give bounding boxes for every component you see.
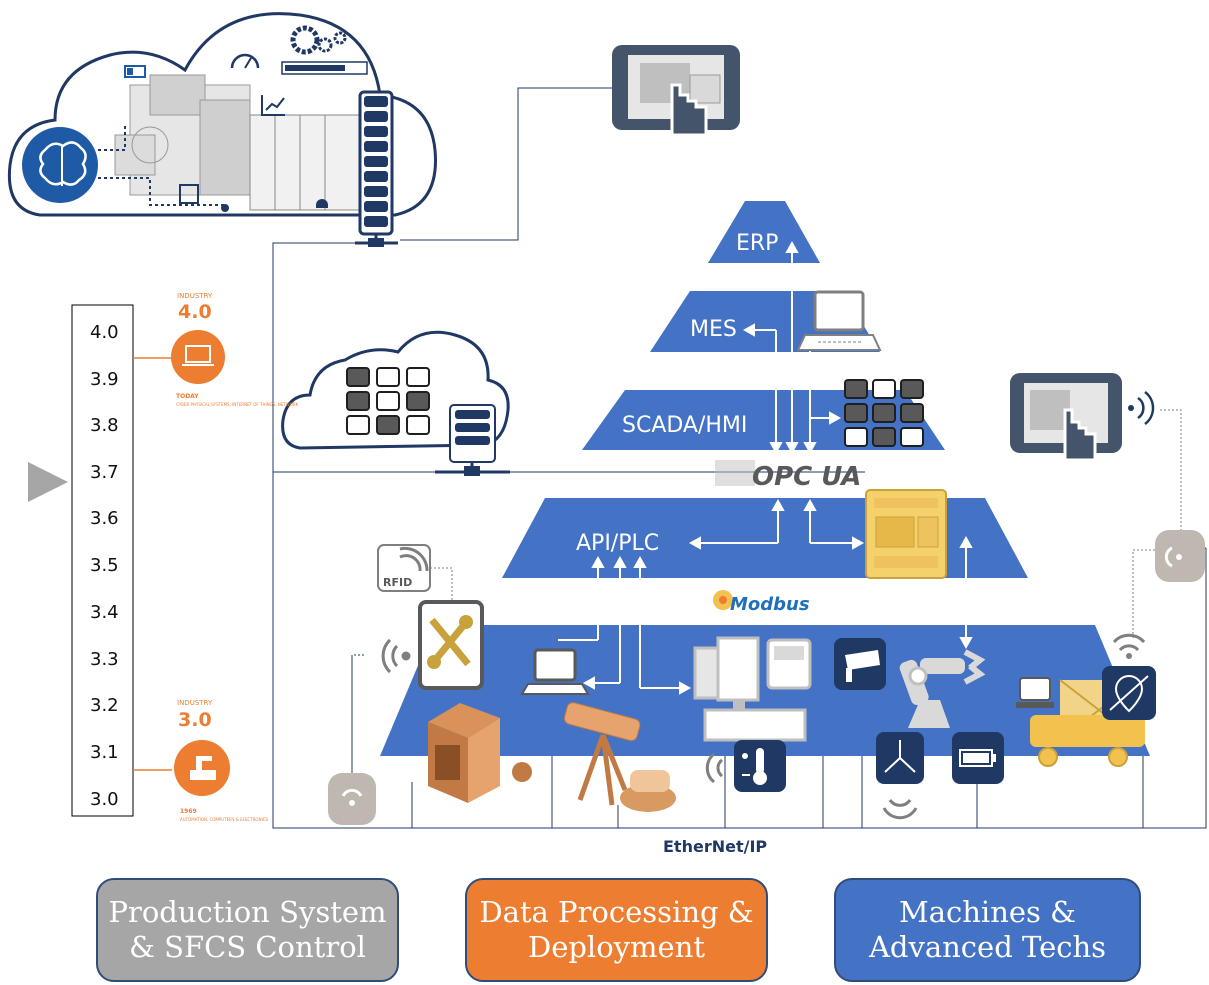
scada-label: SCADA/HMI	[622, 413, 747, 438]
scale-value: 3.2	[90, 695, 119, 716]
scale-value: 3.8	[90, 415, 119, 436]
cloud-factory-group	[7, 12, 437, 247]
security-camera-icon	[834, 638, 886, 690]
scale-value: 3.5	[90, 555, 119, 576]
machines-box: Machines & Advanced Techs	[834, 878, 1141, 982]
dotted-link-right-1	[1160, 409, 1182, 532]
scale-value: 3.1	[90, 742, 119, 763]
mes-laptop-icon	[796, 290, 882, 351]
field-laptop-icon	[520, 648, 590, 695]
rfid-tag-icon: RFID	[377, 544, 431, 592]
pyramid-arrows	[558, 240, 973, 695]
opcua-label: OPC UA	[752, 462, 861, 492]
progress-bar-icon	[281, 61, 368, 75]
scale-value: 3.6	[90, 508, 119, 529]
industry-scale: 4.0 3.9 3.8 3.7 3.6 3.5 3.4 3.3 3.2 3.1 …	[28, 292, 299, 822]
plc-module-icon	[865, 489, 947, 579]
edge-cloud-icon	[281, 330, 510, 476]
scale-value: 3.0	[90, 789, 119, 810]
wifi-router-right-icon	[1155, 530, 1205, 582]
production-system-box: Production System & SFCS Control	[96, 878, 399, 982]
maintenance-tablet-icon	[418, 600, 484, 690]
industry3-sub: AUTOMATION, COMPUTERS & ELECTRONICS	[180, 817, 269, 822]
ethernetip-label: EtherNet/IP	[663, 837, 767, 856]
cnc-machine-icon	[693, 636, 812, 742]
api-plc-label: API/PLC	[576, 531, 659, 556]
factory-machine-icon	[114, 74, 361, 211]
industry3-caption: 1969	[180, 808, 197, 815]
erp-label: ERP	[736, 231, 778, 256]
hmi-tablet-top-icon	[612, 45, 740, 137]
ai-brain-icon	[22, 127, 98, 203]
industry4-small: INDUSTRY	[177, 292, 213, 300]
wifi-router-icon	[328, 773, 376, 825]
dotted-link-right-2	[1132, 549, 1155, 640]
scale-value: 3.9	[90, 369, 119, 390]
scale-value: 3.3	[90, 649, 119, 670]
line-chart-icon	[261, 95, 285, 116]
battery-icon	[124, 65, 146, 78]
hmi-tablet-right-icon	[1010, 373, 1155, 462]
modbus-logo: Modbus	[713, 590, 810, 615]
3d-scanner-icon	[563, 702, 676, 812]
wifi-signal-icon	[381, 638, 411, 674]
scale-value: 4.0	[90, 322, 119, 343]
data-processing-box: Data Processing & Deployment	[465, 878, 768, 982]
gauge-icon	[230, 53, 260, 69]
dotted-link-left	[351, 654, 366, 657]
industry3-small: INDUSTRY	[177, 699, 213, 707]
mes-label: MES	[690, 317, 737, 342]
industry4-big: 4.0	[178, 301, 212, 323]
scale-value: 3.7	[90, 462, 119, 483]
industry4-caption: TODAY	[176, 393, 199, 400]
scale-frame	[71, 304, 134, 817]
3d-printer-icon	[428, 703, 532, 803]
industry3-big: 3.0	[178, 709, 212, 731]
industry4-laptop-icon	[171, 330, 225, 384]
dotted-link-rfid	[430, 567, 453, 600]
location-tracker-icon	[1102, 633, 1156, 720]
accelerometer-icon	[876, 732, 924, 820]
opcua-logo: OPC UA	[715, 460, 861, 492]
modbus-label: Modbus	[730, 594, 810, 615]
scada-dashboard-icon	[844, 379, 924, 447]
industry4-sub: CYBER PHYSICAL SYSTEMS, INTERNET OF THIN…	[176, 402, 299, 407]
formula-icon	[179, 184, 199, 204]
temperature-sensor-icon	[705, 740, 786, 792]
alarm-light-icon	[316, 199, 328, 208]
gears-icon	[290, 25, 347, 55]
cloud-server-icon	[355, 90, 398, 247]
battery-level-icon	[952, 732, 1004, 784]
scale-value: 3.4	[90, 602, 119, 623]
network-lines	[272, 87, 1207, 829]
robot-arm-icon	[899, 649, 986, 728]
scale-pointer-icon	[28, 462, 68, 502]
rfid-label: RFID	[383, 576, 412, 589]
